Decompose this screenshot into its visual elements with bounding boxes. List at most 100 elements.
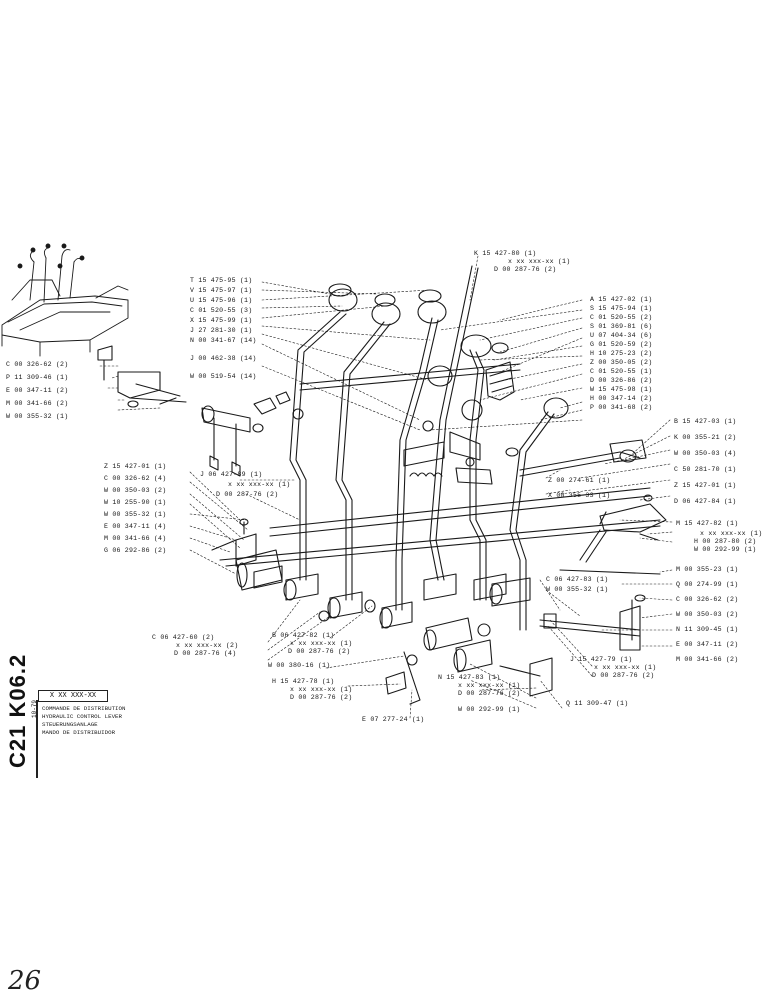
callout-m15-sub2: H 00 287-80 (2) bbox=[694, 538, 757, 545]
callout-m00-c: M 00 355-23 (1) bbox=[676, 566, 739, 573]
spring-block bbox=[403, 431, 519, 485]
title-es: MANDO DE DISTRIBUIDOR bbox=[42, 729, 116, 736]
callout-b06-sub1: x xx xxx-xx (1) bbox=[290, 640, 353, 647]
callouts-right-low: M 00 355-23 (1) Q 00 274-99 (1) C 00 326… bbox=[676, 566, 739, 663]
callout-w00: W 00 519-54 (14) bbox=[190, 373, 257, 380]
callout-c01: C 01 520-55 (3) bbox=[190, 307, 253, 314]
callout-j15-sub2: D 00 287-76 (2) bbox=[592, 672, 655, 679]
callout-w15: W 15 475-98 (1) bbox=[590, 386, 653, 393]
callout-a15: A 15 427-02 (1) bbox=[590, 296, 653, 303]
callout-c50: C 50 281-70 (1) bbox=[674, 466, 737, 473]
callout-u: U 15 475-96 (1) bbox=[190, 297, 253, 304]
callout-v: V 15 475-97 (1) bbox=[190, 287, 253, 294]
callout-n15-sub3: W 00 292-99 (1) bbox=[458, 706, 521, 713]
callout-m00-a: M 00 341-66 (2) bbox=[6, 400, 69, 407]
callout-x00-center: X 00 355-33 (1) bbox=[548, 492, 611, 499]
callout-j06: J 06 427-89 (1) bbox=[200, 471, 263, 478]
callout-q00: Q 00 274-99 (1) bbox=[676, 581, 739, 588]
callout-e00-a: E 00 347-11 (2) bbox=[6, 387, 69, 394]
callout-z15-b: Z 15 427-01 (1) bbox=[674, 482, 737, 489]
callout-k00: K 00 355-21 (2) bbox=[674, 434, 737, 441]
callout-c06-bl-sub2: D 00 287-76 (4) bbox=[174, 650, 237, 657]
callout-m00-b: M 00 341-66 (4) bbox=[104, 535, 167, 542]
title-en: HYDRAULIC CONTROL LEVER bbox=[42, 713, 123, 720]
callout-w00-c: W 00 355-32 (1) bbox=[104, 511, 167, 518]
callout-c00-a: C 00 326-62 (2) bbox=[6, 361, 69, 368]
sheet-date: 10-79 bbox=[31, 699, 38, 718]
callout-n15-sub2: D 00 287-76 (2) bbox=[458, 690, 521, 697]
callouts-left-top: C 00 326-62 (2) P 11 309-46 (1) E 00 347… bbox=[6, 361, 69, 420]
callout-c06-center: C 06 427-83 (1) bbox=[546, 576, 609, 583]
callout-m15-sub3: W 00 292-99 (1) bbox=[694, 546, 757, 553]
callout-x15: X 15 475-99 (1) bbox=[190, 317, 253, 324]
lever-1 bbox=[283, 283, 358, 601]
callout-c00-c: C 00 326-62 (2) bbox=[676, 596, 739, 603]
callout-z00-center: Z 00 274-61 (1) bbox=[548, 477, 611, 484]
callout-j06-sub1: x xx xxx-xx (1) bbox=[228, 481, 291, 488]
leader-lines bbox=[97, 255, 673, 719]
callout-m15-sub1: x xx xxx-xx (1) bbox=[700, 530, 763, 537]
callout-j15: J 15 427-79 (1) bbox=[570, 656, 633, 663]
callout-n00: N 00 341-67 (14) bbox=[190, 337, 257, 344]
lever-5 bbox=[460, 334, 507, 601]
part-number-box: X XX XXX-XX bbox=[38, 690, 108, 702]
sheet-code: C21 K06.2 bbox=[5, 653, 30, 768]
callout-z15: Z 15 427-01 (1) bbox=[104, 463, 167, 470]
callout-j06-sub2: D 00 287-76 (2) bbox=[216, 491, 279, 498]
lower-brackets bbox=[211, 518, 553, 705]
callout-e00-b: E 00 347-11 (4) bbox=[104, 523, 167, 530]
callout-h00: H 00 347-14 (2) bbox=[590, 395, 653, 402]
callout-b06-sub2: D 00 287-76 (2) bbox=[288, 648, 351, 655]
callout-s15: S 15 475-94 (1) bbox=[590, 305, 653, 312]
callout-w00-a: W 00 355-32 (1) bbox=[6, 413, 69, 420]
callout-s01: S 01 369-81 (6) bbox=[590, 323, 653, 330]
callout-h15: H 15 427-78 (1) bbox=[272, 678, 335, 685]
callout-m00-d: M 00 341-66 (2) bbox=[676, 656, 739, 663]
bushings bbox=[235, 549, 493, 673]
lever-3 bbox=[379, 289, 447, 629]
callout-h15-sub1: x xx xxx-xx (1) bbox=[290, 686, 353, 693]
callout-e00-c: E 00 347-11 (2) bbox=[676, 641, 739, 648]
callout-h10: H 10 275-23 (2) bbox=[590, 350, 653, 357]
callout-j15-sub1: x xx xxx-xx (1) bbox=[594, 664, 657, 671]
callout-c01-b: C 01 520-55 (2) bbox=[590, 314, 653, 321]
callout-g01: G 01 520-59 (2) bbox=[590, 341, 653, 348]
callout-d00: D 00 326-86 (2) bbox=[590, 377, 653, 384]
callout-w00-d: W 00 350-03 (4) bbox=[674, 450, 737, 457]
lever-6 bbox=[489, 397, 569, 631]
callout-n11: N 11 309-45 (1) bbox=[676, 626, 739, 633]
callout-t: T 15 475-95 (1) bbox=[190, 277, 253, 284]
callout-k-sub2: D 00 287-76 (2) bbox=[494, 266, 557, 273]
callout-w00-b: W 00 350-03 (2) bbox=[104, 487, 167, 494]
callouts-right-mid: B 15 427-03 (1) K 00 355-21 (2) W 00 350… bbox=[674, 418, 737, 505]
callout-m15: M 15 427-82 (1) bbox=[676, 520, 739, 527]
callout-c06-bl: C 06 427-60 (2) bbox=[152, 634, 215, 641]
callout-g06: G 06 292-86 (2) bbox=[104, 547, 167, 554]
callout-w00-bottom: W 00 380-16 (1) bbox=[268, 662, 331, 669]
cross-shafts bbox=[219, 363, 661, 575]
callout-p00: P 00 341-68 (2) bbox=[590, 404, 653, 411]
lever-4 bbox=[423, 265, 479, 601]
fork-bracket bbox=[201, 405, 251, 477]
upper-right-arm bbox=[519, 439, 647, 477]
callout-p11: P 11 309-46 (1) bbox=[6, 374, 69, 381]
left-bracket-assembly bbox=[97, 345, 187, 408]
callout-z00: Z 00 350-05 (2) bbox=[590, 359, 653, 366]
callout-k-sub1: x xx xxx-xx (1) bbox=[508, 258, 571, 265]
callout-n15-sub1: x xx xxx-xx (1) bbox=[458, 682, 521, 689]
callout-j00: J 00 462-38 (14) bbox=[190, 355, 257, 362]
callout-c06-bl-sub1: x xx xxx-xx (2) bbox=[176, 642, 239, 649]
callout-j27: J 27 281-30 (1) bbox=[190, 327, 253, 334]
callout-w00-e: W 00 350-03 (2) bbox=[676, 611, 739, 618]
callout-c01-c: C 01 520-55 (1) bbox=[590, 368, 653, 375]
title-divider bbox=[36, 700, 38, 778]
callout-h15-sub2: D 00 287-76 (2) bbox=[290, 694, 353, 701]
callout-b15: B 15 427-03 (1) bbox=[674, 418, 737, 425]
rubber-boot bbox=[422, 342, 515, 432]
callout-c00-b: C 00 326-62 (4) bbox=[104, 475, 167, 482]
right-plate bbox=[579, 494, 667, 563]
title-fr: COMMANDE DE DISTRIBUTION bbox=[42, 705, 126, 712]
callouts-left-mid: Z 15 427-01 (1) C 00 326-62 (4) W 00 350… bbox=[104, 463, 167, 554]
